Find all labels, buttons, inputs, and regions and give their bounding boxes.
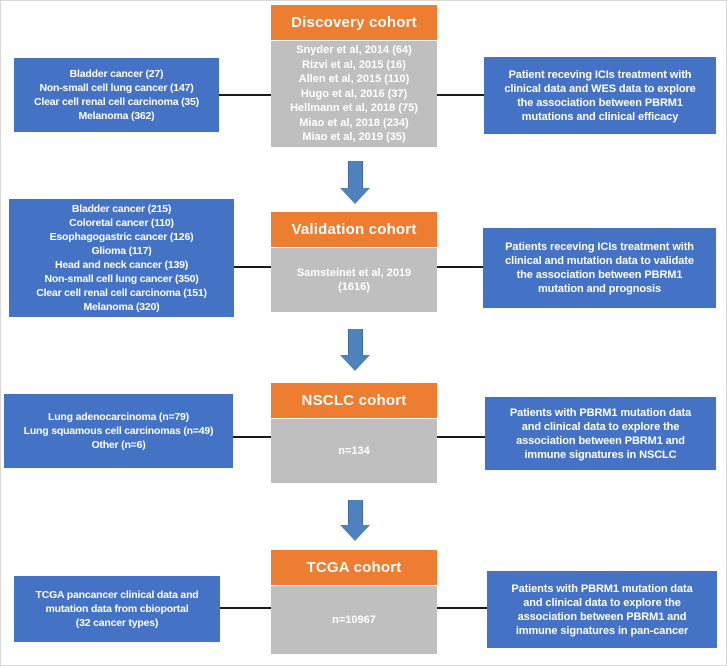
arrow-shaft	[347, 329, 363, 355]
connector-line	[234, 266, 271, 268]
validation-description-box: Patients receving ICIs treatment with cl…	[483, 228, 716, 308]
arrow-head	[340, 355, 370, 371]
connector-line	[220, 607, 271, 609]
tcga-cohort-header: TCGA cohort	[271, 550, 437, 585]
down-arrow-icon	[340, 161, 370, 204]
arrow-head	[340, 188, 370, 204]
tcga-left-box: TCGA pancancer clinical data and mutatio…	[14, 576, 220, 642]
down-arrow-icon	[340, 500, 370, 541]
discovery-left-box: Bladder cancer (27) Non-small cell lung …	[14, 58, 219, 132]
tcga-description-box: Patients with PBRM1 mutation data and cl…	[487, 571, 717, 648]
arrow-shaft	[347, 500, 363, 525]
connector-line	[437, 436, 485, 438]
connector-line	[437, 94, 484, 96]
tcga-count-box: n=10967	[271, 586, 437, 654]
connector-line	[437, 607, 487, 609]
validation-left-box: Bladder cancer (215) Coloretal cancer (1…	[9, 199, 234, 317]
nsclc-description-box: Patients with PBRM1 mutation data and cl…	[485, 397, 716, 470]
connector-line	[437, 266, 483, 268]
nsclc-left-box: Lung adenocarcinoma (n=79) Lung squamous…	[4, 394, 233, 468]
nsclc-count-box: n=134	[271, 419, 437, 483]
nsclc-cohort-header: NSCLC cohort	[271, 383, 437, 418]
connector-line	[219, 94, 271, 96]
discovery-studies-box: Snyder et al, 2014 (64) Rizvi et al, 201…	[271, 41, 437, 147]
arrow-head	[340, 525, 370, 541]
discovery-description-box: Patient receving ICIs treatment with cli…	[484, 57, 716, 134]
discovery-cohort-header: Discovery cohort	[271, 5, 437, 40]
connector-line	[233, 436, 271, 438]
arrow-shaft	[347, 161, 363, 188]
down-arrow-icon	[340, 329, 370, 371]
validation-cohort-header: Validation cohort	[271, 212, 437, 247]
validation-studies-box: Samsteinet et al, 2019 (1616)	[271, 248, 437, 312]
